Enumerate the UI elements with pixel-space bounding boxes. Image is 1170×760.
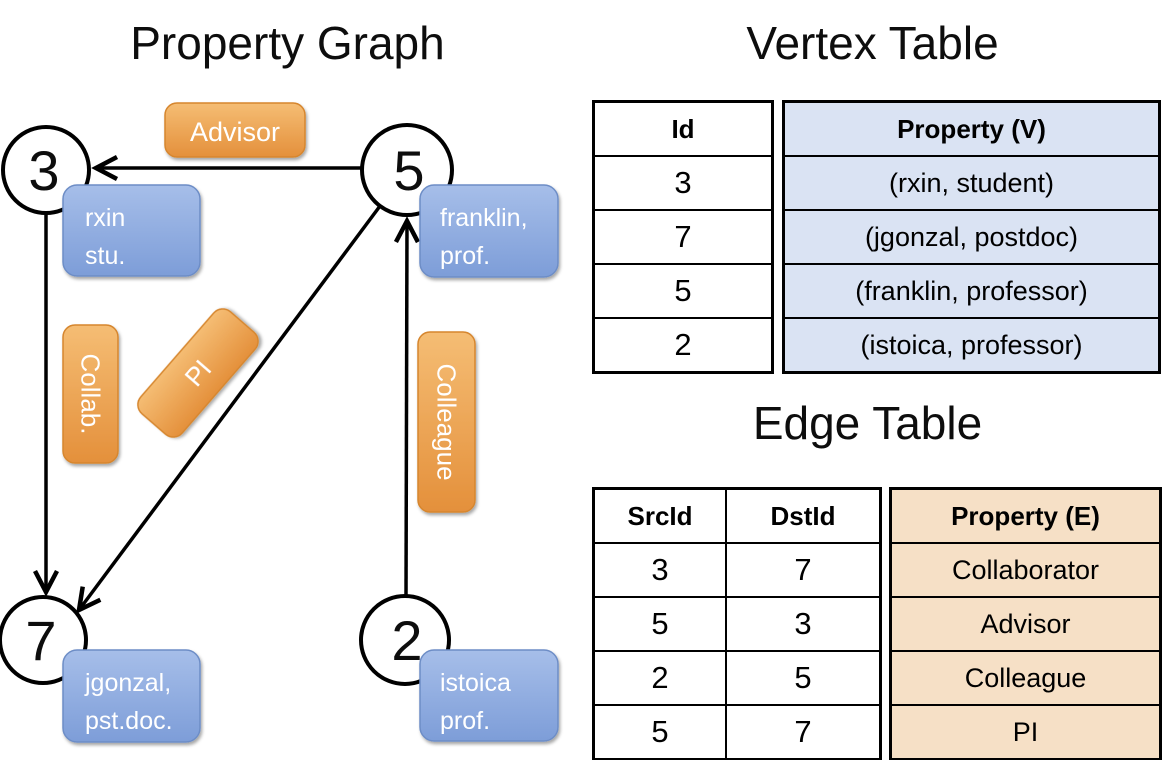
edge-ids-subtable: SrcId 3 5 2 5 DstId 7 3 5 7	[592, 487, 882, 760]
edge-labels: Advisor Collab. PI Colleague	[62, 102, 476, 513]
edge-label-collab-text: Collab.	[76, 354, 106, 435]
vertex-id-header: Id	[595, 103, 771, 155]
edge-row-dstid: 7	[727, 542, 879, 596]
edge-property-column: Property (E) Collaborator Advisor Collea…	[892, 490, 1159, 758]
node-property-7-line2: pst.doc.	[85, 707, 173, 735]
node-property-2-line2: prof.	[440, 707, 490, 735]
edge-srcid-header: SrcId	[595, 490, 725, 542]
vertex-property-column: Property (V) (rxin, student) (jgonzal, p…	[785, 103, 1158, 371]
vertex-table-title: Vertex Table	[746, 17, 999, 69]
node-id-3: 3	[28, 139, 59, 202]
vertex-id-column: Id 3 7 5 2	[595, 103, 771, 371]
edge-row-srcid: 5	[595, 704, 725, 758]
property-graph-canvas: Advisor Collab. PI Colleague 3 5	[0, 102, 559, 743]
edge-table: SrcId 3 5 2 5 DstId 7 3 5 7 Property (E)…	[592, 487, 1162, 760]
edge-row-property: Advisor	[892, 596, 1159, 650]
edge-row-property: PI	[892, 704, 1159, 758]
edge-row-property: Collaborator	[892, 542, 1159, 596]
edge-dstid-header: DstId	[727, 490, 879, 542]
property-graph-title: Property Graph	[130, 17, 445, 69]
vertex-row-property: (franklin, professor)	[785, 263, 1158, 317]
node-id-7: 7	[25, 609, 56, 672]
vertex-id-subtable: Id 3 7 5 2	[592, 100, 774, 374]
vertex-property-subtable: Property (V) (rxin, student) (jgonzal, p…	[782, 100, 1161, 374]
edge-dstid-column: DstId 7 3 5 7	[725, 490, 879, 758]
edge-row-property: Colleague	[892, 650, 1159, 704]
edge-row-srcid: 3	[595, 542, 725, 596]
node-property-3-line2: stu.	[85, 242, 125, 270]
edge-table-title: Edge Table	[752, 397, 983, 449]
vertex-row-id: 3	[595, 155, 771, 209]
vertex-row-id: 7	[595, 209, 771, 263]
edge-label-colleague: Colleague	[417, 331, 476, 513]
node-id-labels: 3 5 7 2	[25, 139, 424, 672]
node-property-5-line2: prof.	[440, 242, 490, 270]
node-property-2-line1: istoica	[440, 669, 511, 697]
vertex-row-property: (istoica, professor)	[785, 317, 1158, 371]
node-property-box-7: jgonzal, pst.doc.	[62, 649, 201, 743]
edge-property-subtable: Property (E) Collaborator Advisor Collea…	[889, 487, 1162, 760]
edge-row-dstid: 7	[727, 704, 879, 758]
node-property-box-5: franklin, prof.	[419, 184, 559, 278]
edge-5-to-7	[76, 204, 382, 614]
edge-label-colleague-text: Colleague	[432, 363, 462, 480]
vertex-table: Id 3 7 5 2 Property (V) (rxin, student) …	[592, 100, 1161, 374]
edge-property-header: Property (E)	[892, 490, 1159, 542]
vertex-property-header: Property (V)	[785, 103, 1158, 155]
node-property-7-line1: jgonzal,	[84, 669, 171, 697]
node-property-5-line1: franklin,	[440, 204, 528, 232]
vertex-row-property: (jgonzal, postdoc)	[785, 209, 1158, 263]
edge-label-collab: Collab.	[62, 324, 119, 464]
graph-edges	[33, 155, 420, 614]
node-property-3-line1: rxin	[85, 204, 125, 232]
vertex-row-property: (rxin, student)	[785, 155, 1158, 209]
node-id-5: 5	[393, 139, 424, 202]
edge-2-to-5	[393, 216, 420, 597]
edge-row-srcid: 5	[595, 596, 725, 650]
edge-label-pi: PI	[137, 308, 259, 438]
vertex-row-id: 5	[595, 263, 771, 317]
node-property-box-2: istoica prof.	[419, 649, 559, 742]
edge-label-advisor-text: Advisor	[190, 117, 280, 147]
edge-label-advisor: Advisor	[164, 102, 306, 158]
edge-row-dstid: 3	[727, 596, 879, 650]
node-property-boxes: rxin stu. franklin, prof. jgonzal, pst.d…	[62, 184, 559, 743]
node-id-2: 2	[391, 609, 422, 672]
edge-row-dstid: 5	[727, 650, 879, 704]
edge-srcid-column: SrcId 3 5 2 5	[595, 490, 725, 758]
edge-row-srcid: 2	[595, 650, 725, 704]
node-property-box-3: rxin stu.	[62, 184, 201, 277]
vertex-row-id: 2	[595, 317, 771, 371]
